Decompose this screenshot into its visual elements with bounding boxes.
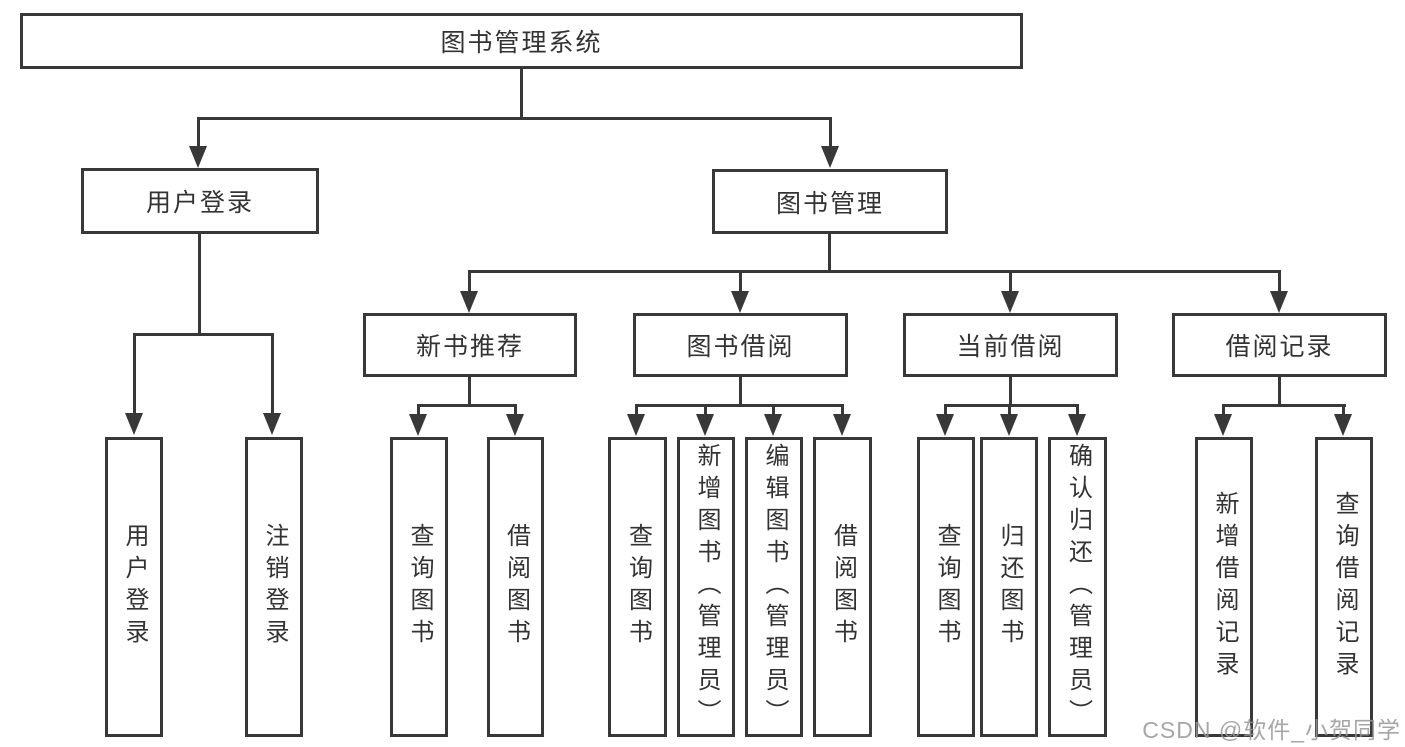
leaf-logout: 注销登录 bbox=[245, 437, 303, 737]
node-root: 图书管理系统 bbox=[20, 13, 1023, 69]
node-current-borrowing: 当前借阅 bbox=[903, 313, 1118, 377]
leaf-borrow-add-books-admin-label: 新增图书（管理员） bbox=[693, 443, 720, 731]
node-user-login: 用户登录 bbox=[81, 168, 319, 234]
arrowhead-down-icon bbox=[833, 414, 851, 436]
connector-line bbox=[704, 404, 707, 414]
connector-line bbox=[198, 234, 201, 336]
arrowhead-down-icon bbox=[696, 414, 714, 436]
leaf-current-query-books-label: 查询图书 bbox=[933, 523, 960, 651]
connector-line bbox=[417, 404, 420, 414]
arrowhead-down-icon bbox=[506, 414, 524, 436]
leaf-newbook-query-books-label: 查询图书 bbox=[406, 523, 433, 651]
arrowhead-down-icon bbox=[263, 413, 281, 435]
connector-line bbox=[1008, 404, 1011, 414]
connector-line bbox=[944, 404, 947, 414]
arrowhead-down-icon bbox=[460, 291, 478, 313]
arrowhead-down-icon bbox=[1270, 291, 1288, 313]
node-borrowing-records: 借阅记录 bbox=[1172, 313, 1387, 377]
leaf-logout-label: 注销登录 bbox=[261, 523, 288, 651]
connector-line bbox=[1342, 404, 1345, 414]
leaf-current-confirm-return-admin: 确认归还（管理员） bbox=[1048, 437, 1107, 737]
leaf-borrow-borrow-books-label: 借阅图书 bbox=[829, 523, 857, 651]
connector-line bbox=[828, 234, 831, 273]
connector-line bbox=[197, 117, 832, 120]
arrowhead-down-icon bbox=[936, 414, 954, 436]
node-new-book-recommend: 新书推荐 bbox=[363, 313, 577, 377]
leaf-borrow-edit-books-admin: 编辑图书（管理员） bbox=[745, 437, 803, 737]
node-root-label: 图书管理系统 bbox=[440, 29, 603, 57]
leaf-current-query-books: 查询图书 bbox=[917, 437, 975, 737]
node-current-borrowing-label: 当前借阅 bbox=[956, 333, 1065, 361]
connector-line bbox=[469, 270, 1281, 273]
node-borrowing-records-label: 借阅记录 bbox=[1225, 333, 1334, 361]
leaf-current-return-books: 归还图书 bbox=[980, 437, 1038, 737]
node-new-book-recommend-label: 新书推荐 bbox=[415, 333, 524, 361]
connector-line bbox=[944, 404, 1079, 407]
arrowhead-down-icon bbox=[189, 146, 207, 168]
leaf-records-add-record-label: 新增借阅记录 bbox=[1211, 491, 1238, 683]
connector-line bbox=[635, 404, 844, 407]
leaf-records-query-record-label: 查询借阅记录 bbox=[1331, 491, 1358, 683]
connector-line bbox=[514, 404, 517, 414]
connector-line bbox=[468, 270, 471, 291]
arrowhead-down-icon bbox=[627, 414, 645, 436]
connector-line bbox=[739, 377, 742, 407]
arrowhead-down-icon bbox=[764, 414, 782, 436]
connector-line bbox=[1222, 404, 1346, 407]
leaf-newbook-borrow-books-label: 借阅图书 bbox=[502, 523, 530, 651]
node-book-borrowing: 图书借阅 bbox=[633, 313, 848, 377]
leaf-user-login: 用户登录 bbox=[105, 437, 163, 737]
node-book-borrowing-label: 图书借阅 bbox=[686, 333, 795, 361]
connector-line bbox=[417, 404, 517, 407]
leaf-user-login-label: 用户登录 bbox=[121, 523, 148, 651]
arrowhead-down-icon bbox=[731, 291, 749, 313]
connector-line bbox=[1076, 404, 1079, 414]
connector-line bbox=[1009, 377, 1012, 407]
arrowhead-down-icon bbox=[409, 414, 427, 436]
connector-line bbox=[772, 404, 775, 414]
connector-line bbox=[841, 404, 844, 414]
connector-line bbox=[1222, 404, 1225, 414]
arrowhead-down-icon bbox=[1001, 291, 1019, 313]
connector-line bbox=[468, 377, 471, 407]
connector-line bbox=[829, 117, 832, 146]
connector-line bbox=[1009, 270, 1012, 291]
leaf-records-add-record: 新增借阅记录 bbox=[1195, 437, 1253, 737]
leaf-borrow-query-books-label: 查询图书 bbox=[624, 523, 652, 651]
leaf-borrow-query-books: 查询图书 bbox=[608, 437, 667, 737]
connector-line bbox=[133, 333, 274, 336]
leaf-current-confirm-return-admin-label: 确认归还（管理员） bbox=[1064, 443, 1092, 731]
connector-line bbox=[1278, 377, 1281, 407]
connector-line bbox=[1278, 270, 1281, 291]
connector-line bbox=[197, 117, 200, 146]
leaf-records-query-record: 查询借阅记录 bbox=[1315, 437, 1373, 737]
leaf-newbook-query-books: 查询图书 bbox=[390, 437, 448, 737]
node-user-login-label: 用户登录 bbox=[145, 189, 254, 217]
leaf-borrow-edit-books-admin-label: 编辑图书（管理员） bbox=[761, 443, 788, 731]
arrowhead-down-icon bbox=[1214, 414, 1232, 436]
node-book-management: 图书管理 bbox=[712, 169, 948, 234]
arrowhead-down-icon bbox=[1334, 414, 1352, 436]
arrowhead-down-icon bbox=[125, 413, 143, 435]
connector-line bbox=[520, 68, 523, 120]
node-book-management-label: 图书管理 bbox=[775, 189, 884, 218]
leaf-borrow-add-books-admin: 新增图书（管理员） bbox=[677, 437, 735, 737]
connector-line bbox=[739, 270, 742, 291]
leaf-newbook-borrow-books: 借阅图书 bbox=[487, 437, 544, 737]
csdn-watermark: CSDN @软件_小贺同学 bbox=[1142, 717, 1401, 743]
leaf-current-return-books-label: 归还图书 bbox=[996, 523, 1023, 651]
arrowhead-down-icon bbox=[1000, 414, 1018, 436]
leaf-borrow-borrow-books: 借阅图书 bbox=[813, 437, 872, 737]
arrowhead-down-icon bbox=[1068, 414, 1086, 436]
connector-line bbox=[133, 333, 136, 413]
connector-line bbox=[271, 333, 274, 413]
connector-line bbox=[635, 404, 638, 414]
arrowhead-down-icon bbox=[821, 146, 839, 168]
